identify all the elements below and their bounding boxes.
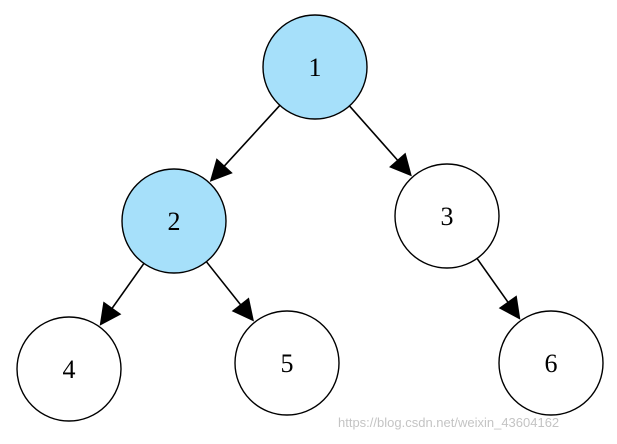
- tree-node-1: 1: [262, 14, 368, 120]
- tree-node-6: 6: [498, 310, 604, 416]
- arrowhead-1-to-3: [389, 152, 412, 177]
- node-label-6: 6: [545, 349, 558, 378]
- node-label-5: 5: [281, 349, 294, 378]
- nodes-layer: 1 2 3 4 5 6: [16, 14, 604, 422]
- node-circle-5: [234, 310, 340, 416]
- node-circle-2: [121, 168, 227, 274]
- arrowhead-3-to-6: [498, 295, 521, 320]
- node-circle-6: [498, 310, 604, 416]
- node-label-2: 2: [168, 207, 181, 236]
- tree-node-4: 4: [16, 316, 122, 422]
- edge-1-to-3: [348, 105, 404, 167]
- arrowhead-2-to-4: [99, 301, 122, 326]
- watermark-text: https://blog.csdn.net/weixin_43604162: [338, 415, 560, 430]
- edge-3-to-6: [476, 257, 513, 309]
- arrowhead-1-to-2: [209, 158, 233, 182]
- node-circle-4: [16, 316, 122, 422]
- edge-2-to-5: [205, 261, 246, 312]
- tree-node-2: 2: [121, 168, 227, 274]
- node-circle-1: [262, 14, 368, 120]
- edge-1-to-2: [218, 104, 281, 173]
- node-label-1: 1: [309, 53, 322, 82]
- edge-2-to-4: [107, 262, 145, 315]
- node-label-3: 3: [441, 202, 454, 231]
- tree-node-3: 3: [394, 163, 500, 269]
- node-label-4: 4: [63, 355, 76, 384]
- edges-layer: [99, 104, 521, 326]
- node-circle-3: [394, 163, 500, 269]
- arrowhead-2-to-5: [231, 297, 254, 322]
- tree-node-5: 5: [234, 310, 340, 416]
